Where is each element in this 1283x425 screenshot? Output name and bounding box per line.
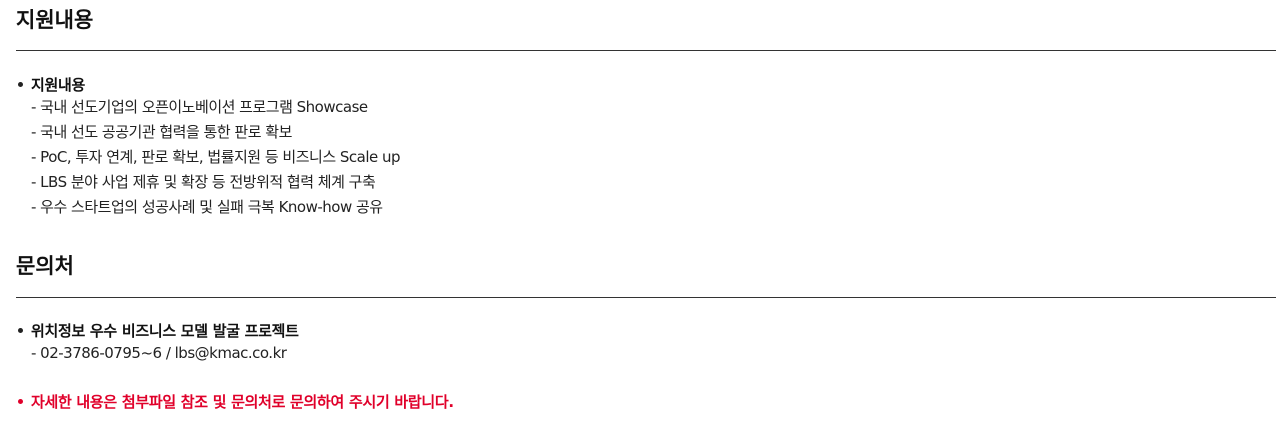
support-line-sales-channel: - 국내 선도 공공기관 협력을 통한 판로 확보 xyxy=(31,123,292,141)
bullet-icon xyxy=(18,328,23,333)
contact-list: 위치정보 우수 비즈니스 모델 발굴 프로젝트 - 02-3786-0795~6… xyxy=(16,321,299,366)
support-section-divider xyxy=(16,50,1276,51)
support-line-know-how: - 우수 스타트업의 성공사례 및 실패 극복 Know-how 공유 xyxy=(31,198,383,216)
contact-list-item: 위치정보 우수 비즈니스 모델 발굴 프로젝트 - 02-3786-0795~6… xyxy=(16,321,299,366)
notice-item: 자세한 내용은 첨부파일 참조 및 문의처로 문의하여 주시기 바랍니다. xyxy=(16,392,454,412)
support-list: 지원내용 - 국내 선도기업의 오픈이노베이션 프로그램 Showcase - … xyxy=(16,75,401,220)
notice-text: 자세한 내용은 첨부파일 참조 및 문의처로 문의하여 주시기 바랍니다. xyxy=(31,393,454,411)
contact-heading: 위치정보 우수 비즈니스 모델 발굴 프로젝트 xyxy=(31,322,299,340)
support-line-showcase: - 국내 선도기업의 오픈이노베이션 프로그램 Showcase xyxy=(31,98,368,116)
notice-list: 자세한 내용은 첨부파일 참조 및 문의처로 문의하여 주시기 바랍니다. xyxy=(16,392,454,412)
support-section-title: 지원내용 xyxy=(16,8,94,32)
support-line-scale-up: - PoC, 투자 연계, 판로 확보, 법률지원 등 비즈니스 Scale u… xyxy=(31,148,401,166)
contact-phone-email: - 02-3786-0795~6 / lbs@kmac.co.kr xyxy=(31,344,287,362)
support-heading: 지원내용 xyxy=(31,76,86,94)
support-list-item: 지원내용 - 국내 선도기업의 오픈이노베이션 프로그램 Showcase - … xyxy=(16,75,401,220)
contact-section-divider xyxy=(16,297,1276,298)
contact-section-title: 문의처 xyxy=(16,254,74,278)
bullet-icon xyxy=(18,399,23,404)
bullet-icon xyxy=(18,82,23,87)
support-line-lbs-partnership: - LBS 분야 사업 제휴 및 확장 등 전방위적 협력 체계 구축 xyxy=(31,173,376,191)
